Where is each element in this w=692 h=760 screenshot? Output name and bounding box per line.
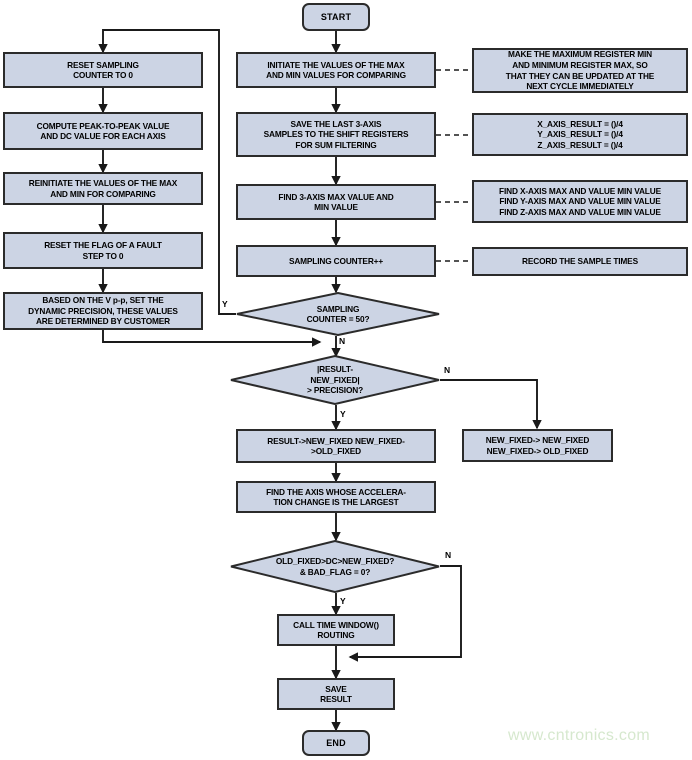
- node-find-axis-largest[interactable]: FIND THE AXIS WHOSE ACCELERA- TION CHANG…: [236, 481, 436, 513]
- branch-label-sampling-yes: Y: [222, 299, 228, 309]
- node-find-3axis-max-min[interactable]: FIND 3-AXIS MAX VALUE AND MIN VALUE: [236, 184, 436, 220]
- node-reset-sampling-counter[interactable]: RESET SAMPLING COUNTER TO 0: [3, 52, 203, 88]
- note-record-sample-times: RECORD THE SAMPLE TIMES: [472, 247, 688, 276]
- node-end[interactable]: END: [302, 730, 370, 756]
- note-find-axis-max-min: FIND X-AXIS MAX AND VALUE MIN VALUE FIND…: [472, 180, 688, 223]
- node-save-shift-registers[interactable]: SAVE THE LAST 3-AXIS SAMPLES TO THE SHIF…: [236, 112, 436, 157]
- node-sampling-counter-increment[interactable]: SAMPLING COUNTER++: [236, 245, 436, 277]
- node-initiate-max-min[interactable]: INITIATE THE VALUES OF THE MAX AND MIN V…: [236, 52, 436, 88]
- node-result-to-new-fixed[interactable]: RESULT->NEW_FIXED NEW_FIXED- >OLD_FIXED: [236, 429, 436, 463]
- node-reset-fault-flag[interactable]: RESET THE FLAG OF A FAULT STEP TO 0: [3, 232, 203, 269]
- note-make-max-min-register: MAKE THE MAXIMUM REGISTER MIN AND MINIMU…: [472, 48, 688, 93]
- node-call-time-window[interactable]: CALL TIME WINDOW() ROUTING: [277, 614, 395, 646]
- branch-label-oldfixed-no: N: [445, 550, 452, 560]
- decision-precision[interactable]: |RESULT- NEW_FIXED| > PRECISION?: [230, 355, 440, 405]
- node-start[interactable]: START: [302, 3, 370, 31]
- decision-old-fixed[interactable]: OLD_FIXED>DC>NEW_FIXED? & BAD_FLAG = 0?: [230, 540, 440, 593]
- note-axis-result: X_AXIS_RESULT = ()/4 Y_AXIS_RESULT = ()/…: [472, 113, 688, 156]
- branch-label-precision-yes: Y: [340, 409, 346, 419]
- node-compute-peak-to-peak[interactable]: COMPUTE PEAK-TO-PEAK VALUE AND DC VALUE …: [3, 112, 203, 150]
- branch-label-sampling-no: N: [339, 336, 346, 346]
- watermark-cntronics: www.cntronics.com: [508, 727, 651, 744]
- node-new-fixed-passthrough[interactable]: NEW_FIXED-> NEW_FIXED NEW_FIXED-> OLD_FI…: [462, 429, 613, 462]
- decision-sampling-counter[interactable]: SAMPLING COUNTER = 50?: [236, 292, 440, 336]
- branch-label-oldfixed-yes: Y: [340, 596, 346, 606]
- node-dynamic-precision[interactable]: BASED ON THE V p-p, SET THE DYNAMIC PREC…: [3, 292, 203, 330]
- node-reinitiate-max-min[interactable]: REINITIATE THE VALUES OF THE MAX AND MIN…: [3, 172, 203, 205]
- branch-label-precision-no: N: [444, 365, 451, 375]
- node-save-result[interactable]: SAVE RESULT: [277, 678, 395, 710]
